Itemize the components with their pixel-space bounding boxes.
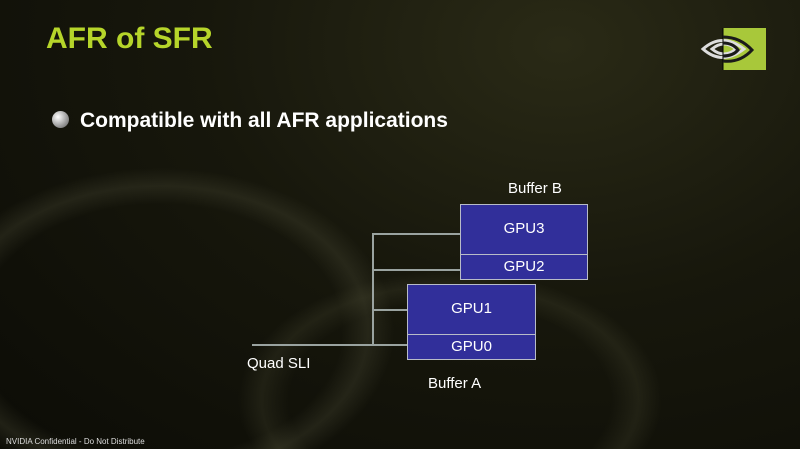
connector-gpu3 bbox=[372, 233, 460, 235]
slide-title: AFR of SFR bbox=[46, 22, 213, 55]
buffer-a-box: GPU1 GPU0 bbox=[407, 284, 536, 360]
confidential-footer: NVIDIA Confidential - Do Not Distribute bbox=[6, 437, 145, 446]
buffer-b-box: GPU3 GPU2 bbox=[460, 204, 588, 280]
connector-gpu2 bbox=[372, 269, 460, 271]
connector-trunk bbox=[372, 233, 374, 346]
connector-gpu0 bbox=[252, 344, 407, 346]
gpu0-cell: GPU0 bbox=[451, 338, 492, 355]
bullet-icon bbox=[52, 111, 69, 128]
nvidia-logo-icon bbox=[700, 28, 766, 70]
bullet-text: Compatible with all AFR applications bbox=[80, 109, 448, 132]
buffer-a-label: Buffer A bbox=[428, 375, 482, 392]
buffer-b-label: Buffer B bbox=[508, 180, 562, 197]
gpu3-cell: GPU3 bbox=[461, 205, 587, 255]
quad-sli-label: Quad SLI bbox=[247, 355, 311, 372]
gpu2-cell: GPU2 bbox=[503, 258, 545, 275]
gpu1-cell: GPU1 bbox=[408, 285, 535, 335]
connector-gpu1 bbox=[372, 309, 407, 311]
